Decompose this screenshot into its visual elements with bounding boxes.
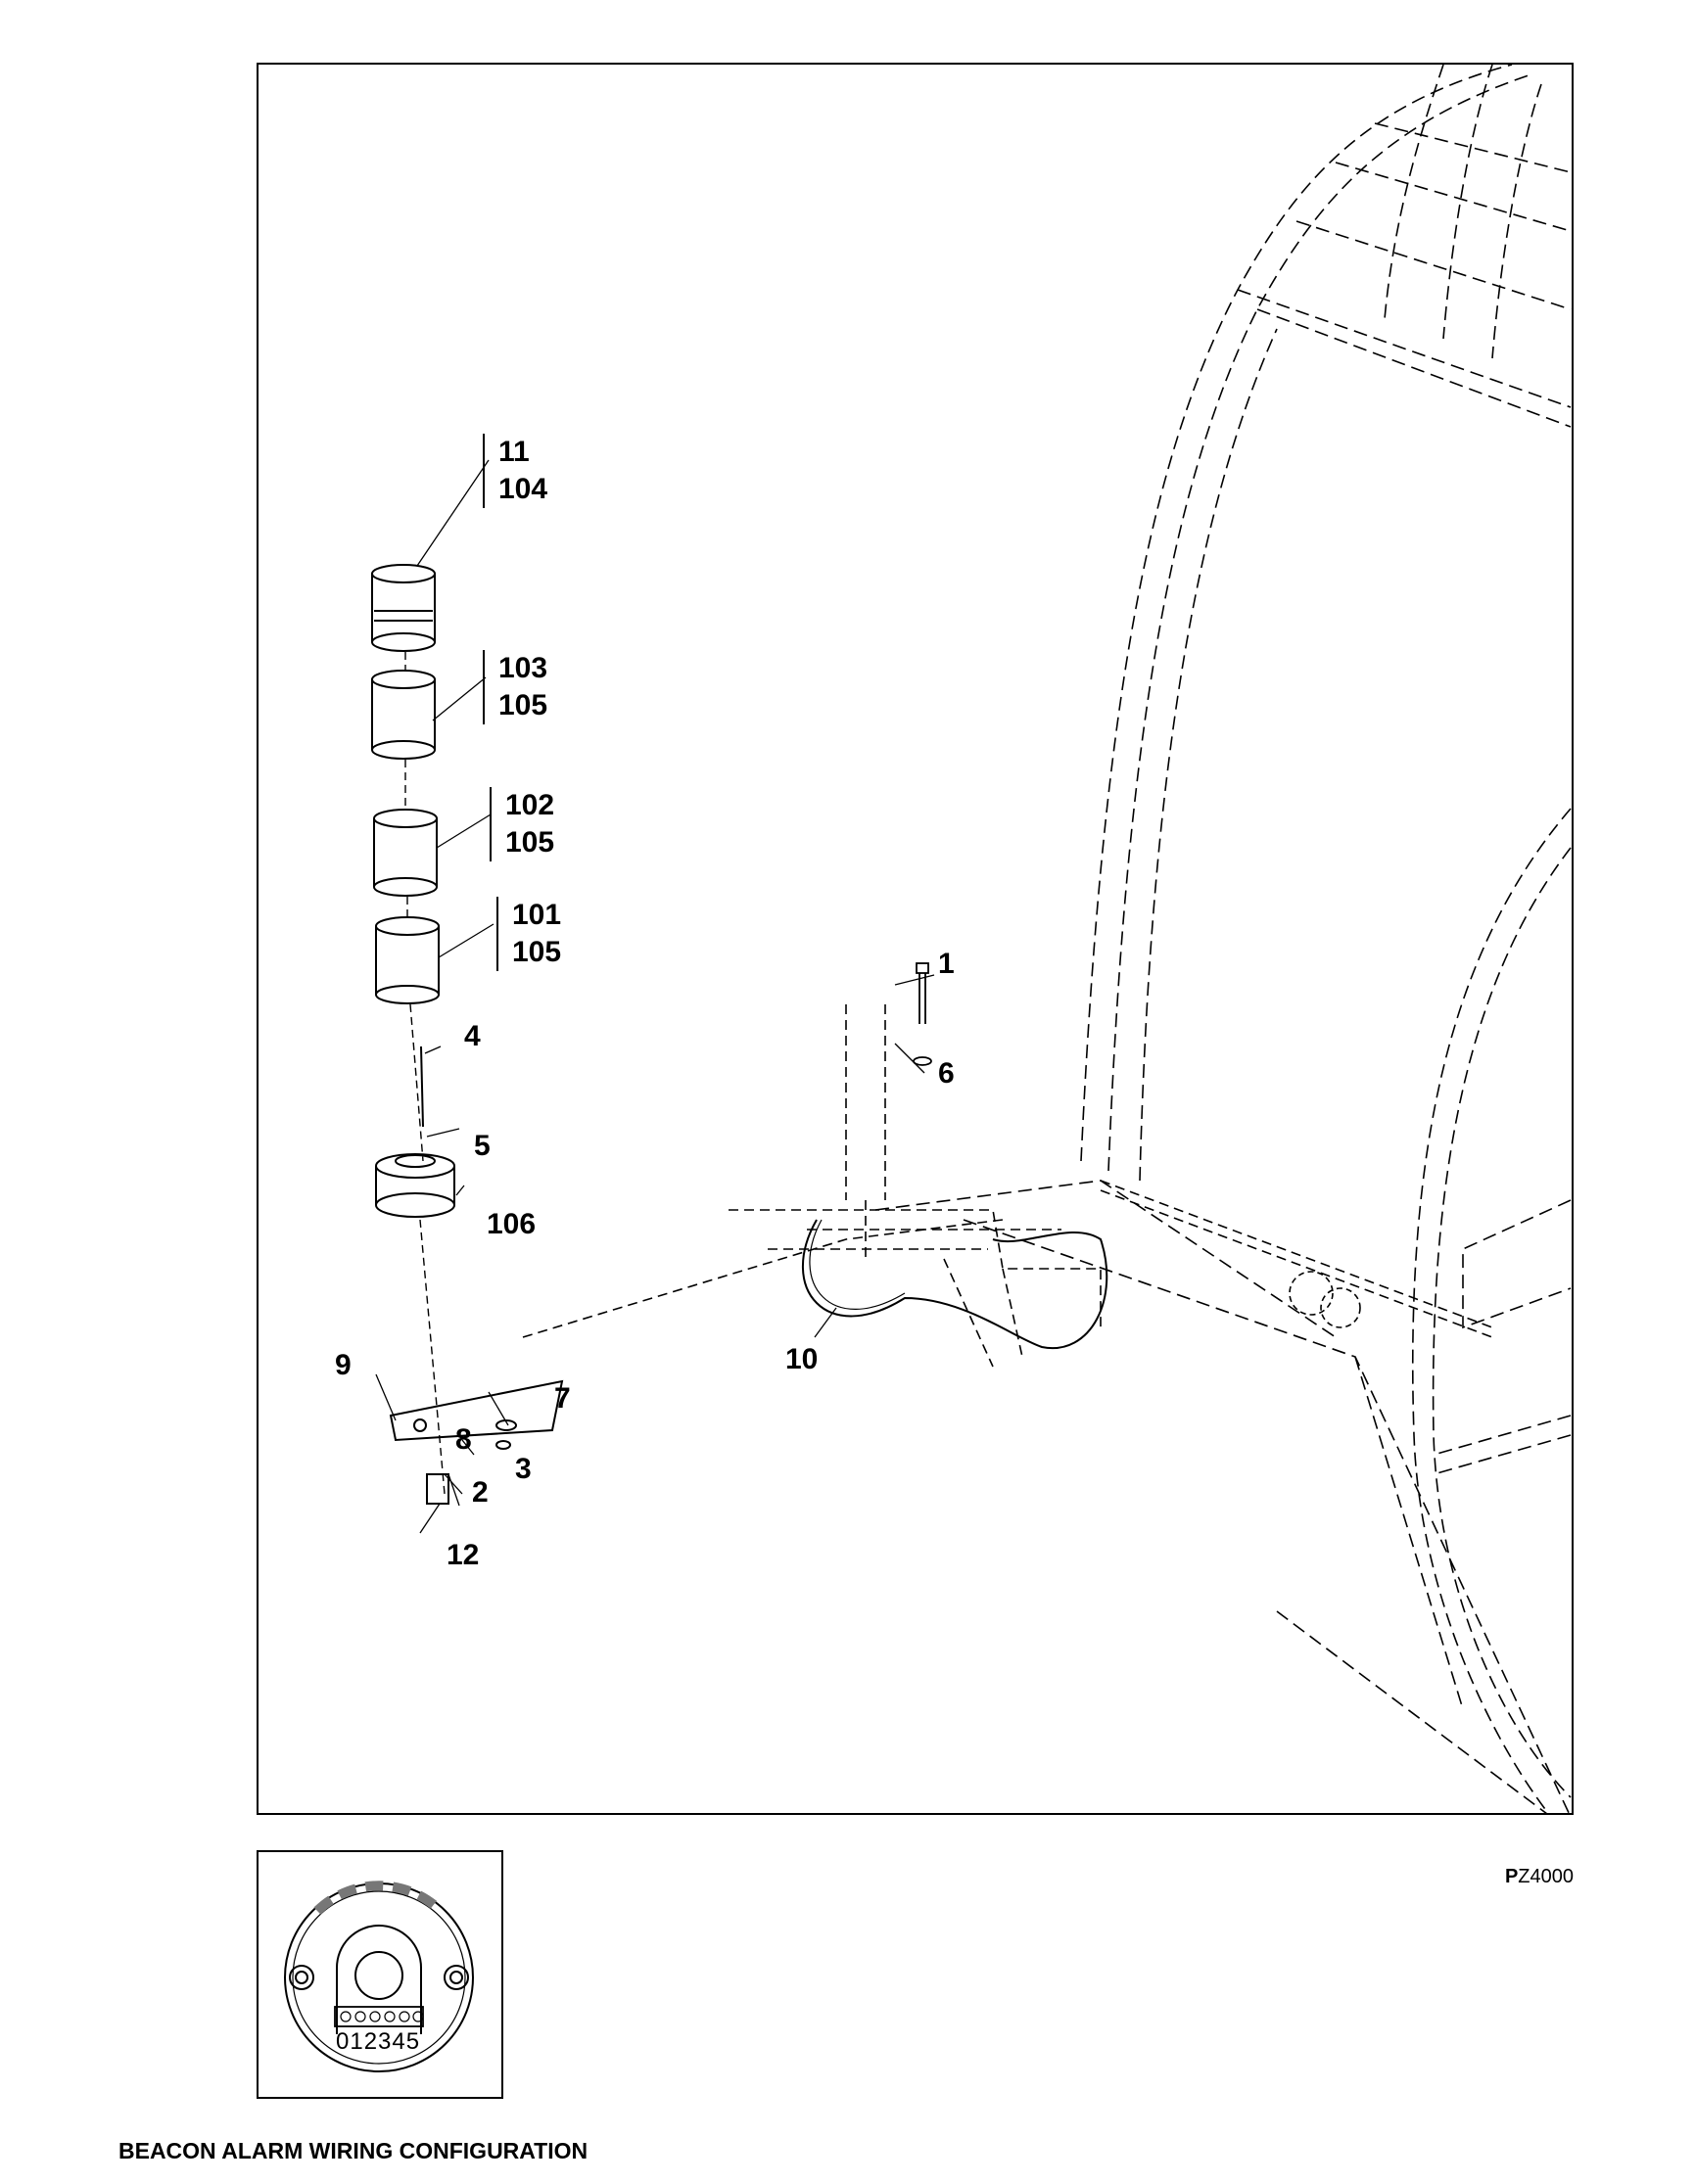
callout-5: 5 bbox=[474, 1130, 491, 1162]
callout-pair-third: 102 105 bbox=[490, 787, 554, 861]
cab-outline bbox=[874, 65, 1572, 1813]
callout-9: 9 bbox=[335, 1349, 352, 1381]
callout-8: 8 bbox=[455, 1423, 472, 1456]
leader-bracket-to-mount bbox=[522, 1219, 1004, 1338]
callout-6: 6 bbox=[938, 1057, 955, 1090]
callout-pair-second: 103 105 bbox=[483, 650, 547, 724]
drawing-code-prefix: P bbox=[1504, 1866, 1519, 1887]
callout-leaders bbox=[375, 459, 935, 1534]
cable bbox=[801, 1219, 1108, 1350]
callout-11: 11 bbox=[498, 436, 530, 468]
wiring-inset-drawing bbox=[284, 1881, 474, 2072]
terminal-numbers: 012345 bbox=[336, 2028, 421, 2055]
callout-10: 10 bbox=[785, 1343, 819, 1375]
callout-1: 1 bbox=[938, 948, 955, 980]
callout-4: 4 bbox=[464, 1020, 481, 1052]
callout-102: 102 bbox=[505, 789, 555, 821]
callout-3: 3 bbox=[515, 1453, 532, 1485]
exploded-view-drawing bbox=[371, 65, 1572, 1813]
callout-101: 101 bbox=[512, 899, 562, 931]
callout-105: 105 bbox=[512, 936, 562, 968]
callout-pair-fourth: 101 105 bbox=[496, 897, 561, 971]
callout-12: 12 bbox=[447, 1539, 480, 1571]
callout-104: 104 bbox=[498, 473, 548, 505]
drawing-code: PZ4000 bbox=[1505, 1866, 1574, 1888]
callout-pair-top: 11 104 bbox=[483, 434, 547, 508]
mount-bracket bbox=[729, 1004, 1493, 1368]
exploded-view-panel: 11 104 103 105 102 105 101 105 1 6 4 5 1… bbox=[257, 63, 1574, 1815]
inset-caption: BEACON ALARM WIRING CONFIGURATION bbox=[118, 2138, 589, 2163]
callout-103: 103 bbox=[498, 652, 548, 684]
drawing-code-number: Z4000 bbox=[1518, 1866, 1574, 1887]
callout-105: 105 bbox=[498, 689, 548, 721]
callout-106: 106 bbox=[487, 1208, 537, 1240]
callout-7: 7 bbox=[554, 1382, 571, 1415]
wiring-inset-panel: 012345 bbox=[257, 1850, 503, 2099]
callout-105: 105 bbox=[505, 826, 555, 859]
callout-2: 2 bbox=[472, 1476, 489, 1509]
bolt-and-washer bbox=[913, 962, 932, 1066]
beacon-stack bbox=[371, 564, 564, 1505]
